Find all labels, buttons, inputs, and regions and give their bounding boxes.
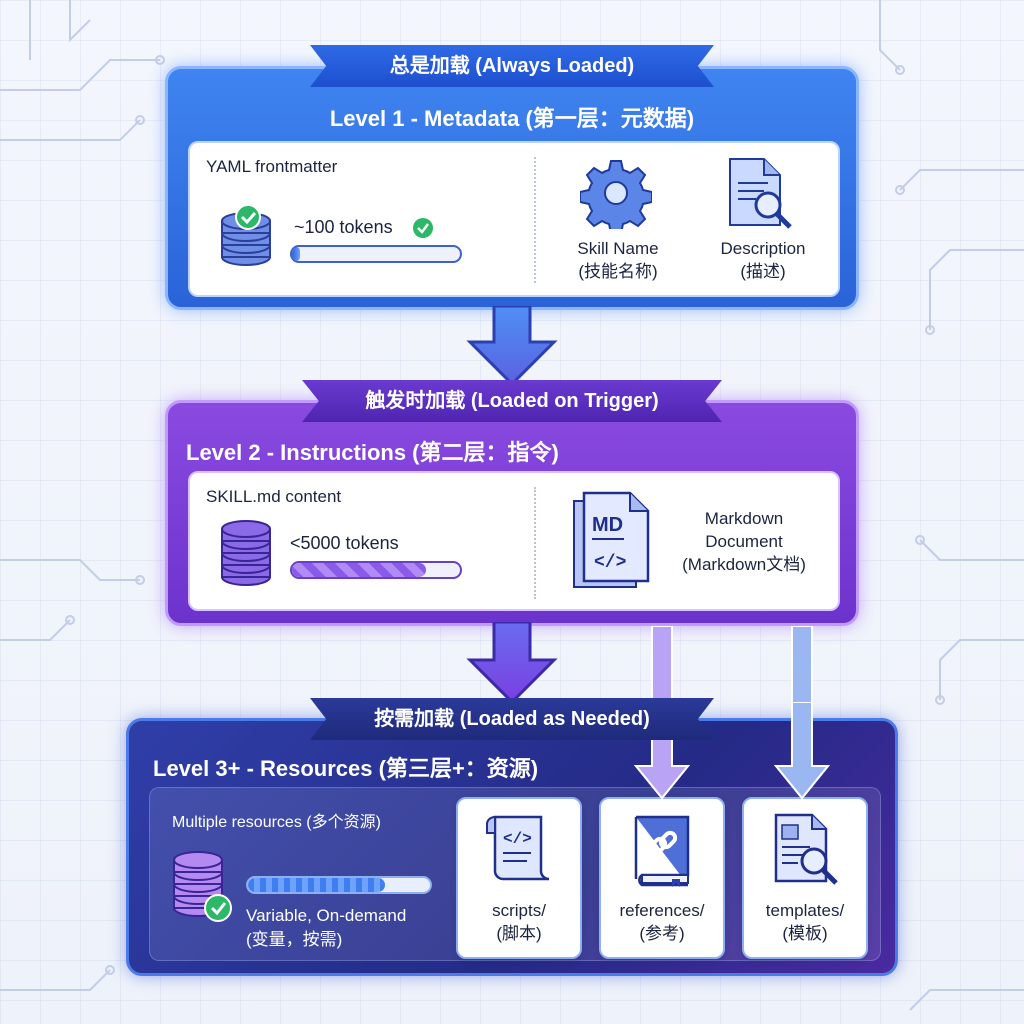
skill-name-label: Skill Name (技能名称) [544, 237, 692, 283]
arrow-head-templates [773, 702, 831, 800]
level-3-note-line2: (变量，按需) [246, 930, 343, 949]
markdown-document-icon: MD </> [573, 491, 650, 588]
level-2-banner-text: 触发时加载 (Loaded on Trigger) [365, 390, 659, 412]
level-2-banner: 触发时加载 (Loaded on Trigger) [302, 380, 722, 422]
level-3-box: Level 3+ - Resources (第三层+：资源) Multiple … [126, 718, 898, 976]
scripts-label: scripts/ (脚本) [458, 899, 580, 945]
references-label: references/ (参考) [601, 899, 723, 945]
skill-name-line2: (技能名称) [578, 262, 658, 281]
level-1-token-text: ~100 tokens [294, 217, 393, 237]
level-3-note-line1: Variable, On-demand [246, 906, 407, 925]
level-2-token-text: <5000 tokens [290, 533, 399, 553]
database-check-icon [173, 851, 232, 922]
gear-icon [580, 160, 652, 229]
check-circle-icon [413, 218, 433, 238]
description-line2: (描述) [740, 262, 786, 281]
scripts-line1: scripts/ [492, 901, 546, 920]
resource-card-templates[interactable]: templates/ (模板) [742, 797, 868, 959]
resource-card-references[interactable]: references/ (参考) [599, 797, 725, 959]
database-icon [221, 520, 271, 586]
document-search-icon [729, 158, 792, 229]
templates-line2: (模板) [782, 924, 828, 943]
level-1-left-label: YAML frontmatter [206, 157, 338, 176]
level-3-token-bar-fill [248, 878, 385, 892]
level-2-panel: SKILL.md content <5000 tokens MD </> Mar… [188, 471, 840, 611]
markdown-code-text: </> [594, 553, 626, 573]
level-1-banner-text: 总是加载 (Always Loaded) [389, 55, 635, 77]
script-scroll-icon: </> [486, 815, 550, 881]
level-3-token-bar [246, 876, 432, 894]
level-1-title: Level 1 - Metadata (第一层：元数据) [329, 106, 695, 131]
markdown-line1: Markdown [704, 509, 784, 528]
link-book-icon [634, 815, 690, 887]
references-line2: (参考) [639, 924, 685, 943]
arrow-level2-to-level3 [466, 622, 558, 704]
script-code-text: </> [503, 830, 532, 848]
template-search-icon [774, 813, 838, 885]
level-2-left-label: SKILL.md content [206, 487, 342, 506]
level-3-left-label: Multiple resources (多个资源) [172, 814, 381, 831]
level-1-box: Level 1 - Metadata (第一层：元数据) YAML frontm… [165, 66, 859, 310]
markdown-line2: Document [705, 532, 783, 551]
level-2-token-bar-fill [292, 563, 427, 577]
level-3-title: Level 3+ - Resources (第三层+：资源) [153, 756, 539, 781]
level-2-token-bar [290, 561, 462, 579]
markdown-document-label: Markdown Document (Markdown文档) [664, 507, 824, 576]
templates-label: templates/ (模板) [744, 899, 866, 945]
references-line1: references/ [619, 901, 705, 920]
level-1-token-bar-fill [292, 247, 301, 261]
level-2-title: Level 2 - Instructions (第二层：指令) [186, 440, 559, 465]
level-1-token-bar [290, 245, 462, 263]
level-3-banner-text: 按需加载 (Loaded as Needed) [374, 708, 650, 730]
markdown-md-text: MD [592, 514, 623, 536]
description-line1: Description [720, 239, 806, 258]
markdown-line3: (Markdown文档) [682, 555, 806, 574]
resource-card-scripts[interactable]: </> scripts/ (脚本) [456, 797, 582, 959]
level-2-box: Level 2 - Instructions (第二层：指令) SKILL.md… [165, 400, 859, 626]
level-1-banner: 总是加载 (Always Loaded) [310, 45, 714, 87]
skill-name-line1: Skill Name [577, 239, 659, 258]
level-3-banner: 按需加载 (Loaded as Needed) [310, 698, 714, 740]
level-2-divider [534, 487, 536, 599]
level-3-note: Variable, On-demand (变量，按需) [246, 904, 406, 952]
database-check-icon [221, 204, 271, 266]
description-label: Description (描述) [688, 237, 838, 283]
templates-line1: templates/ [765, 901, 845, 920]
level-1-divider [534, 157, 536, 283]
level-1-panel: YAML frontmatter ~100 tokens [188, 141, 840, 297]
scripts-line2: (脚本) [496, 924, 542, 943]
arrow-level1-to-level2 [466, 306, 558, 386]
